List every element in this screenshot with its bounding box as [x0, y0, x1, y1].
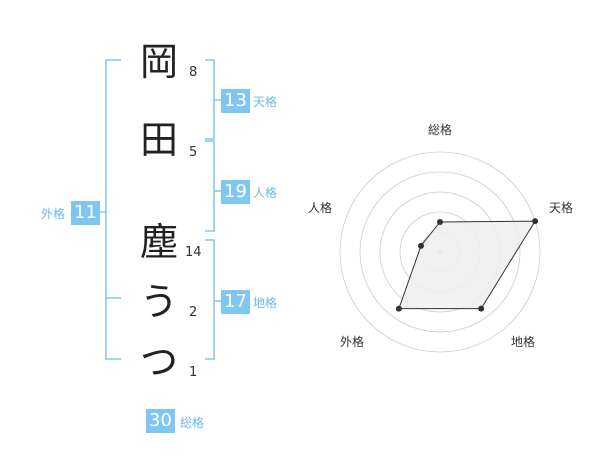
soukaku-label: 総格	[180, 416, 205, 430]
radar-point-2	[478, 305, 485, 312]
name-char-2: 田	[139, 118, 178, 162]
radar-point-4	[417, 242, 424, 249]
radar-point-0	[437, 219, 443, 225]
bracket-jinkaku	[205, 140, 215, 232]
tenkaku-label: 天格	[253, 95, 278, 109]
bracket-gaikaku	[105, 59, 121, 360]
bracket-chikaku	[205, 239, 215, 360]
gaikaku-badge: 11	[71, 201, 100, 225]
radar-series-polygon	[398, 220, 537, 310]
jinkaku-badge: 19	[221, 180, 250, 204]
name-char-5: つ	[139, 340, 178, 384]
stroke-count-2: 5	[189, 145, 198, 160]
chikaku-badge: 17	[221, 290, 250, 314]
radar-grid-ring	[339, 151, 541, 353]
tenkaku-badge: 13	[221, 89, 250, 113]
radar-point-3	[395, 305, 402, 312]
jinkaku-label: 人格	[253, 186, 278, 200]
radar-axis-label-1: 天格	[549, 201, 574, 215]
radar-axis-label-4: 人格	[308, 201, 333, 215]
gaikaku-label: 外格	[41, 207, 66, 221]
name-char-3: 塵	[139, 220, 178, 264]
name-char-1: 岡	[139, 40, 178, 84]
stroke-count-1: 8	[189, 65, 198, 80]
radar-grid-ring	[359, 171, 521, 333]
chikaku-label: 地格	[253, 296, 278, 310]
radar-axis-label-0: 総格	[428, 123, 453, 137]
stroke-count-4: 2	[189, 305, 198, 320]
stroke-count-3: 14	[185, 245, 202, 260]
stroke-count-5: 1	[189, 365, 198, 380]
radar-point-1	[532, 218, 539, 225]
soukaku-badge: 30	[146, 409, 175, 433]
name-char-4: う	[139, 280, 178, 324]
radar-axis-label-3: 外格	[340, 335, 365, 349]
radar-axis-label-2: 地格	[511, 335, 536, 349]
